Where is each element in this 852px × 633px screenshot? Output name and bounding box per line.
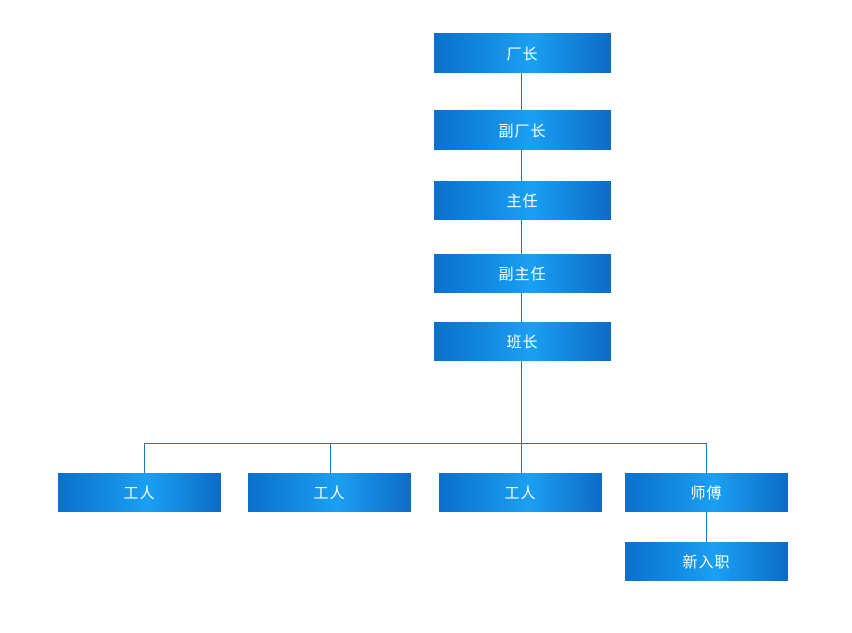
connector-drop-worker-2 (330, 443, 331, 473)
node-worker-1[interactable]: 工人 (58, 473, 221, 512)
connector-drop-master (706, 443, 707, 473)
connector-team-leader-down (521, 361, 522, 443)
node-deputy-director-label: 副主任 (498, 265, 547, 283)
node-deputy-factory-director[interactable]: 副厂长 (434, 110, 611, 150)
connector-director-to-deputy (521, 73, 522, 110)
connector-deputy-director-to-team-leader (521, 293, 522, 322)
node-team-leader-label: 班长 (506, 333, 539, 351)
node-factory-director[interactable]: 厂长 (434, 33, 611, 73)
node-new-hire-label: 新入职 (682, 553, 731, 571)
node-director-label: 主任 (506, 192, 539, 210)
node-worker-1-label: 工人 (123, 484, 156, 502)
node-master[interactable]: 师傅 (625, 473, 788, 512)
node-deputy-director[interactable]: 副主任 (434, 254, 611, 293)
node-team-leader[interactable]: 班长 (434, 322, 611, 361)
connector-master-to-new-hire (706, 512, 707, 542)
node-factory-director-label: 厂长 (506, 44, 539, 63)
node-deputy-factory-director-label: 副厂长 (498, 121, 547, 140)
node-director[interactable]: 主任 (434, 181, 611, 220)
connector-deputy-to-director (521, 150, 522, 181)
node-master-label: 师傅 (690, 484, 723, 502)
node-new-hire[interactable]: 新入职 (625, 542, 788, 581)
node-worker-3[interactable]: 工人 (439, 473, 602, 512)
node-worker-2[interactable]: 工人 (248, 473, 411, 512)
node-worker-3-label: 工人 (504, 484, 537, 502)
connector-drop-worker-3 (521, 443, 522, 473)
connector-director-to-deputy-director (521, 220, 522, 254)
connector-drop-worker-1 (144, 443, 145, 473)
connector-branch-horizontal (144, 443, 707, 444)
node-worker-2-label: 工人 (313, 484, 346, 502)
